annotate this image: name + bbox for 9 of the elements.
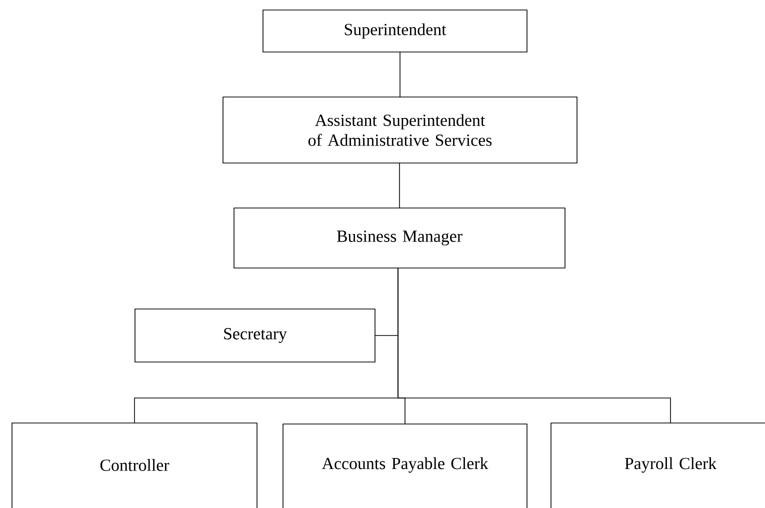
connector-line <box>399 162 400 208</box>
connector-line <box>398 268 671 424</box>
org-box: Assistant Superintendent of Administrative Services <box>222 96 578 164</box>
org-box: Secretary <box>134 308 376 362</box>
org-box: Superintendent <box>262 10 528 52</box>
org-box: Payroll Clerk <box>550 422 765 508</box>
org-box: Controller <box>12 422 258 508</box>
org-box: Business Manager <box>234 208 566 268</box>
org-box: Accounts Payable Clerk <box>282 424 528 508</box>
